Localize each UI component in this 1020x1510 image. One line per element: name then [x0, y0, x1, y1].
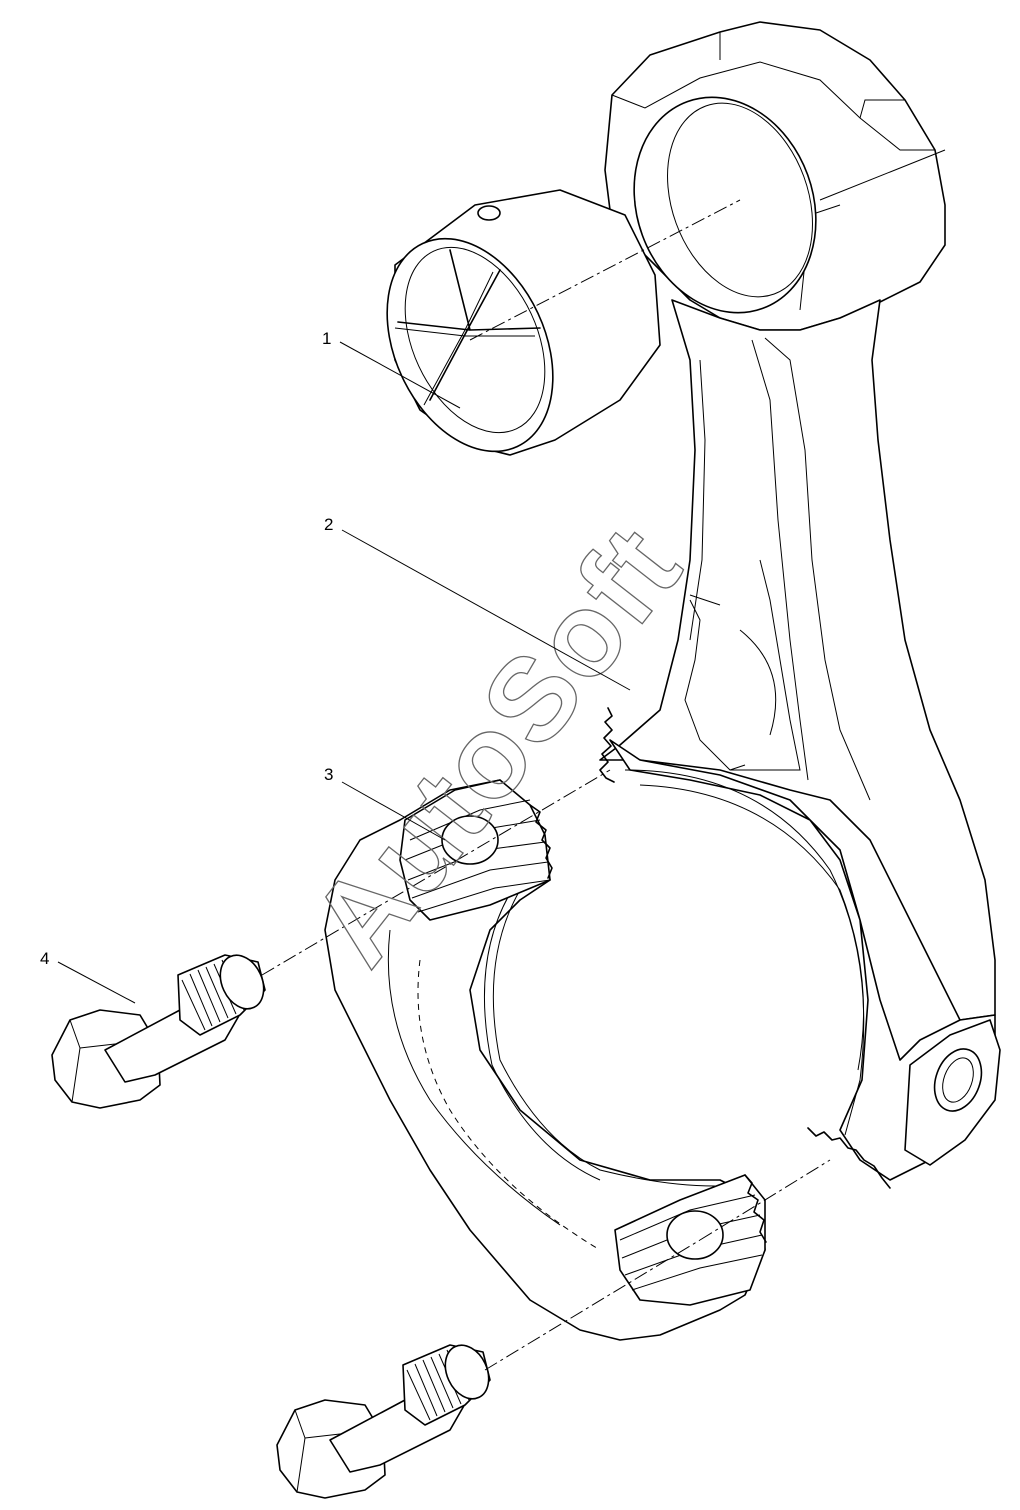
connecting-rod — [599, 21, 1001, 1189]
callout-label-3: 3 — [324, 765, 333, 784]
bearing-cap — [324, 779, 767, 1341]
small-end-bushing — [386, 189, 661, 456]
cap-bolt-hole-upper — [441, 815, 499, 865]
shank-recess — [684, 559, 801, 771]
callout-1: 1 — [322, 329, 461, 409]
callout-2: 2 — [324, 515, 631, 691]
cap-serration-lower — [614, 1174, 767, 1306]
cap-bolt-upper — [51, 954, 266, 1109]
callout-label-1: 1 — [322, 329, 331, 348]
cap-bore-dashed — [417, 959, 601, 1251]
bushing-groove — [397, 249, 541, 401]
rod-oil-hole — [933, 1048, 983, 1112]
serration-rod-lower — [807, 1127, 891, 1189]
bushing-bore — [386, 237, 554, 453]
callout-3: 3 — [324, 765, 446, 841]
callout-4: 4 — [40, 949, 136, 1004]
small-end-bore — [633, 96, 817, 314]
callout-label-2: 2 — [324, 515, 333, 534]
cap-bolt-hole-lower — [666, 1210, 724, 1260]
serration-rod-upper — [599, 707, 615, 783]
cap-bolt-lower — [276, 1344, 491, 1499]
bushing-oil-hole — [477, 205, 501, 221]
assembly-centerlines — [261, 199, 831, 1371]
cap-serration-upper — [399, 779, 553, 921]
callout-label-4: 4 — [40, 949, 49, 968]
